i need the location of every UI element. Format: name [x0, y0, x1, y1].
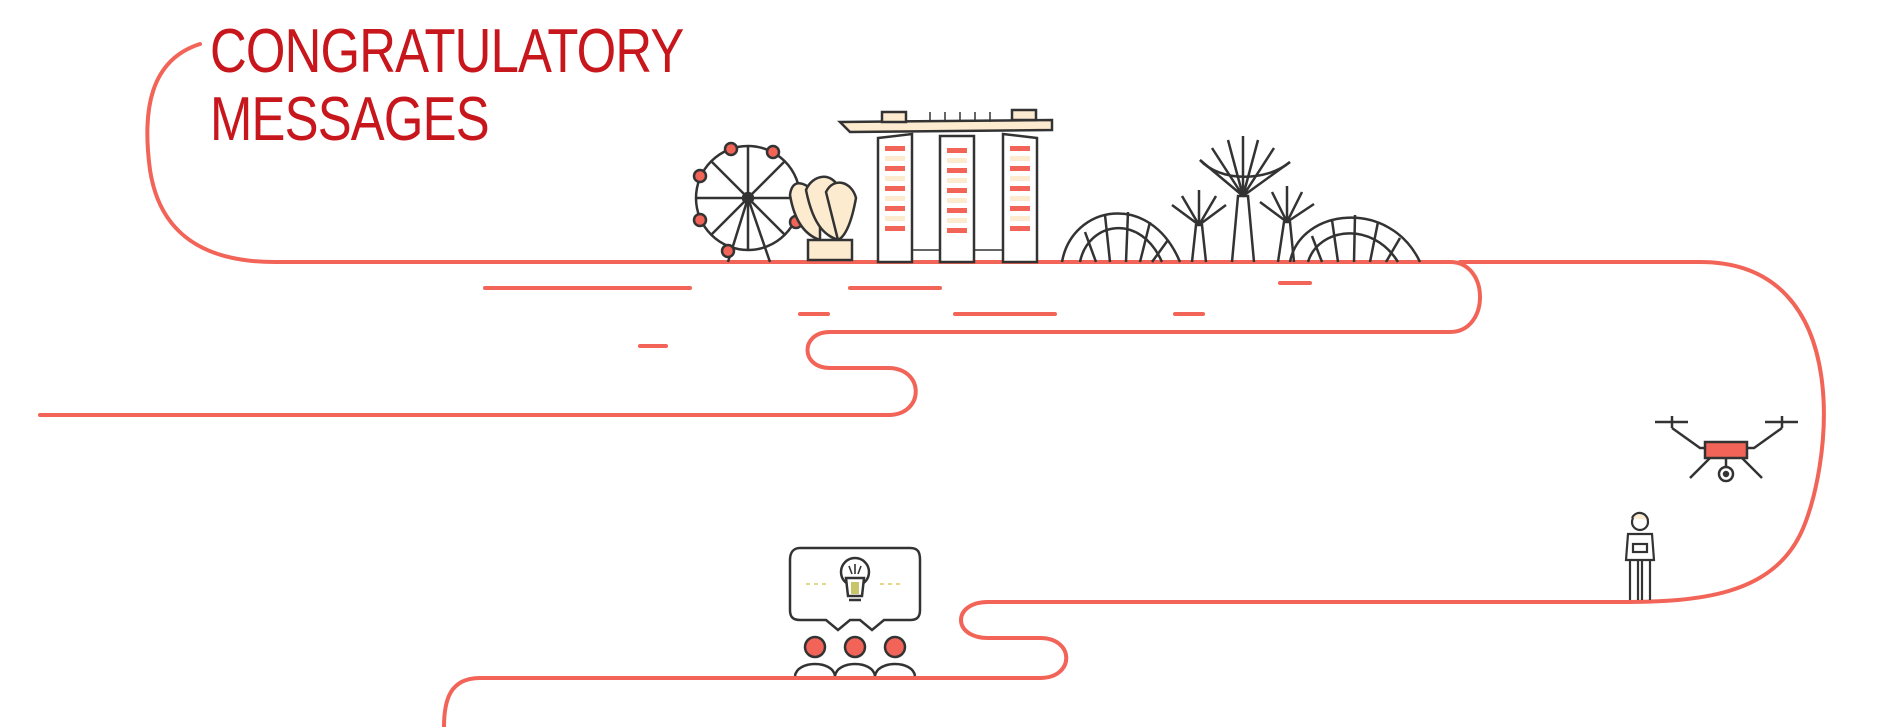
ferris-wheel-icon [692, 141, 804, 263]
gardens-dome-icon [1060, 211, 1182, 263]
supertree-icon [1171, 136, 1315, 263]
water-dashes [483, 281, 1312, 348]
lotus-museum-icon [788, 175, 858, 262]
gardens-dome-icon [1288, 214, 1422, 263]
title-line-1: CONGRATULATORY [210, 17, 684, 86]
idea-meeting-icon [788, 546, 922, 677]
drone-pilot-icon [1624, 511, 1656, 600]
winding-path [38, 42, 1826, 727]
marina-bay-sands-icon [837, 108, 1054, 264]
drone-icon [1655, 416, 1798, 483]
title-line-2: MESSAGES [210, 85, 490, 154]
page-title: CONGRATULATORY MESSAGES [210, 17, 684, 154]
